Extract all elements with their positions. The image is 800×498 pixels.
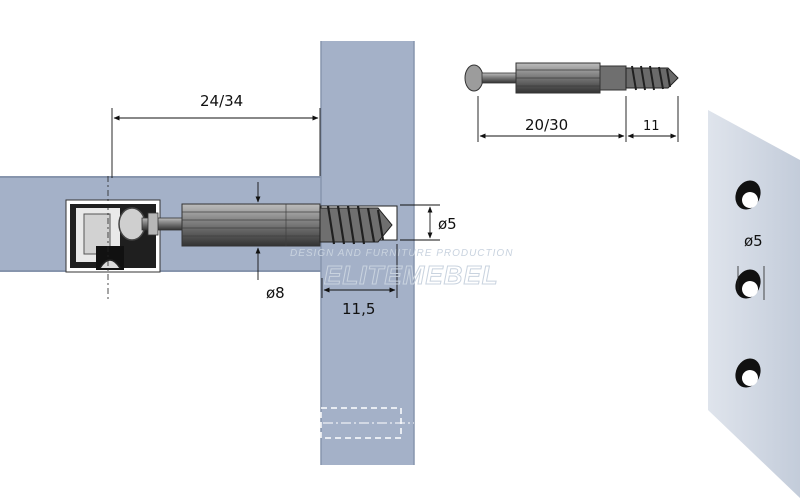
dimension-label-end-depth: 11,5	[342, 300, 375, 318]
connector-bolt	[141, 203, 393, 247]
panel-with-holes	[708, 110, 800, 498]
dimension-label-side-hole-diameter: ø5	[438, 215, 457, 233]
drilled-hole-3	[735, 358, 761, 388]
dimension-label-body-diameter: ø8	[266, 284, 285, 302]
watermark-brand: ELITEMEBEL	[324, 260, 499, 290]
dimension-lines	[111, 96, 679, 298]
dimension-label-thread-length: 11	[643, 119, 660, 134]
dimension-label-bolt-length: 20/30	[525, 116, 568, 134]
dimension-label-panel-hole-diameter: ø5	[744, 232, 763, 250]
standalone-bolt	[464, 62, 679, 94]
watermark-tagline: DESIGN AND FURNITURE PRODUCTION	[290, 248, 513, 259]
dimension-label-24-34: 24/34	[200, 92, 243, 110]
watermark: DESIGN AND FURNITURE PRODUCTION ELITEMEB…	[290, 248, 513, 291]
drilled-hole-2	[735, 269, 761, 299]
drilled-hole-1	[735, 180, 761, 210]
cam-housing	[65, 176, 161, 300]
